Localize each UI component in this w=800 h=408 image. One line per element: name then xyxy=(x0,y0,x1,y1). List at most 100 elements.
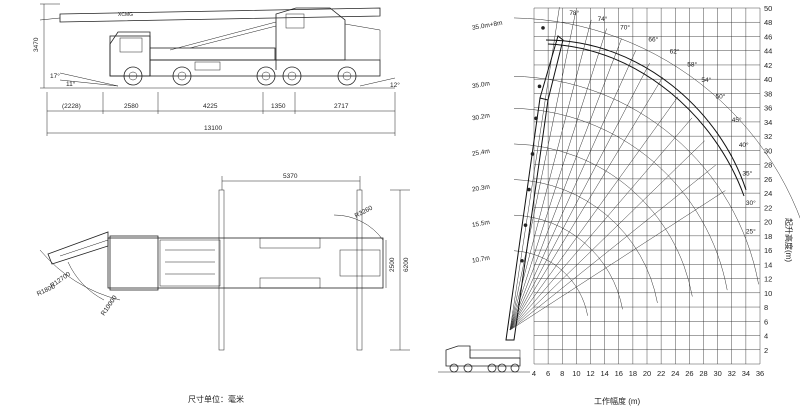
boom-joint-marker xyxy=(530,152,535,156)
y-tick-label: 34 xyxy=(764,118,772,127)
x-tick-label: 10 xyxy=(572,369,580,378)
y-tick-label: 14 xyxy=(764,260,772,269)
x-tick-label: 30 xyxy=(713,369,721,378)
boom-length-label: 10.7m xyxy=(471,255,490,265)
width-outriggers-dim: 6200 xyxy=(403,257,410,272)
x-tick-label: 24 xyxy=(671,369,679,378)
x-tick-label: 28 xyxy=(699,369,707,378)
lift-arc xyxy=(513,76,759,285)
angle-label: 50° xyxy=(716,92,726,100)
y-tick-label: 16 xyxy=(764,246,772,255)
tail-radius-dim: R3260 xyxy=(354,204,375,219)
boom-positions xyxy=(505,26,564,341)
lift-arc xyxy=(513,179,658,303)
segment-dimension-line xyxy=(46,92,396,136)
angle-ray xyxy=(509,117,693,331)
boom-joint-marker xyxy=(523,223,528,227)
unit-caption: 尺寸单位：毫米 xyxy=(188,394,244,404)
y-tick-label: 20 xyxy=(764,218,772,227)
boom-joint-marker xyxy=(537,84,542,89)
boom-length-label: 30.2m xyxy=(471,112,490,122)
y-tick-label: 4 xyxy=(764,332,768,341)
y-tick-label: 8 xyxy=(764,303,768,312)
y-tick-label: 2 xyxy=(764,346,768,355)
segment-dim-2: 2580 xyxy=(124,103,139,110)
angle-ray xyxy=(509,140,705,331)
truck-side-body: XCMG xyxy=(39,7,381,77)
lift-arc xyxy=(513,143,693,297)
y-tick-label: 26 xyxy=(764,175,772,184)
angle-ray xyxy=(509,28,607,331)
width-track-dim: 2500 xyxy=(389,257,396,272)
angle-label: 66° xyxy=(648,35,658,43)
y-tick-label: 42 xyxy=(764,61,772,70)
boom-jib xyxy=(539,35,564,101)
y-tick-label: 50 xyxy=(764,4,772,13)
lift-height-arcs xyxy=(509,7,800,331)
x-tick-label: 12 xyxy=(586,369,594,378)
angle-ray xyxy=(509,164,716,331)
departure-angle-label: 12° xyxy=(390,81,400,89)
boom-length-label: 35.0m xyxy=(471,80,490,90)
angle-label: 45° xyxy=(732,116,742,124)
y-tick-label: 40 xyxy=(764,75,772,84)
outrigger-span-dim: 5370 xyxy=(283,173,298,180)
boom-joint-marker xyxy=(541,26,545,30)
truck-side-wheels xyxy=(123,66,357,86)
angle-ray xyxy=(509,38,622,331)
y-tick-label: 12 xyxy=(764,275,772,284)
y-tick-label: 48 xyxy=(764,18,772,27)
x-tick-label: 32 xyxy=(728,369,736,378)
lift-arc xyxy=(513,108,728,291)
chart-grid xyxy=(533,7,761,365)
segment-dim-3: 4225 xyxy=(203,103,218,110)
angle-label: 62° xyxy=(670,48,680,56)
boom-joint-marker xyxy=(527,187,531,192)
angle-label: 30° xyxy=(746,199,756,207)
chart-annotations: 10.7m15.5m20.3m25.4m30.2m35.0m35.0m+8m78… xyxy=(471,9,756,265)
svg-text:XCMG: XCMG xyxy=(118,12,133,18)
angle-label: 35° xyxy=(742,169,752,177)
angle-label: 70° xyxy=(620,23,630,31)
radius-b-dim: R1800 xyxy=(36,283,57,298)
crane-silhouette xyxy=(438,345,530,373)
side-view-drawing: XCMG 3470 17° 11° 12° xyxy=(33,3,400,136)
x-tick-label: 34 xyxy=(742,369,750,378)
y-tick-label: 28 xyxy=(764,161,772,170)
angle-ray xyxy=(509,19,592,331)
x-tick-label: 16 xyxy=(615,369,623,378)
x-tick-label: 36 xyxy=(756,369,764,378)
y-tick-label: 32 xyxy=(764,132,772,141)
angle-ray xyxy=(509,77,663,331)
y-axis-title: 起升高度(m) xyxy=(784,218,794,262)
segment-dim-1: (2228) xyxy=(62,103,81,110)
x-tick-label: 22 xyxy=(657,369,665,378)
y-tick-label: 6 xyxy=(764,317,768,326)
y-tick-label: 46 xyxy=(764,32,772,41)
angle-label: 54° xyxy=(701,76,711,84)
x-tick-label: 26 xyxy=(685,369,693,378)
angle-ray xyxy=(509,50,637,331)
angle-label: 25° xyxy=(746,228,756,236)
x-tick-label: 6 xyxy=(546,369,550,378)
boom-length-label: 35.0m+8m xyxy=(471,20,503,32)
outer-envelope xyxy=(547,43,745,197)
boom-length-label: 25.4m xyxy=(471,148,490,158)
y-tick-label: 36 xyxy=(764,104,772,113)
boom-joint-marker xyxy=(520,258,524,263)
angle-label: 74° xyxy=(598,15,608,23)
y-tick-label: 24 xyxy=(764,189,772,198)
boom-joint-marker xyxy=(534,116,538,121)
segment-dim-5: 2717 xyxy=(334,103,349,110)
angle-label: 40° xyxy=(739,141,749,149)
lift-arc xyxy=(513,17,800,219)
boom-length-label: 15.5m xyxy=(471,219,490,229)
radius-c-dim: R10000 xyxy=(100,294,119,317)
angle-ray xyxy=(509,12,576,331)
angle-ray xyxy=(509,62,650,331)
segment-dim-4: 1350 xyxy=(271,103,286,110)
other-angle-label: 11° xyxy=(66,80,76,88)
y-tick-label: 18 xyxy=(764,232,772,241)
